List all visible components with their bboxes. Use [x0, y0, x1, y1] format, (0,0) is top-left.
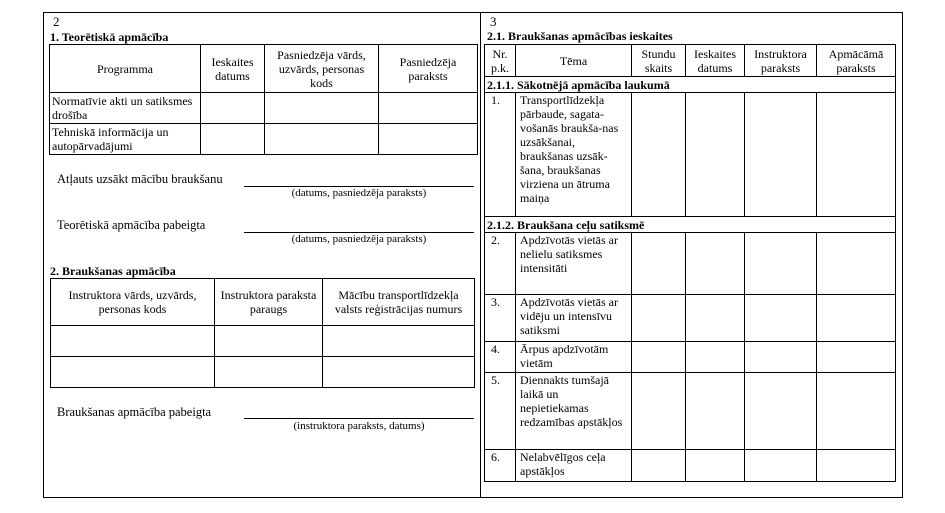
- tests-row-6-hours[interactable]: [631, 449, 686, 482]
- subsection-road-driving: 2.1.2. Braukšana ceļu satiksmē: [484, 216, 896, 233]
- form-page: [43, 12, 903, 498]
- tests-row-5-student-signature[interactable]: [816, 372, 896, 450]
- tests-row-5-topic: Diennakts tumšajā laikā un nepietiekamas…: [515, 372, 632, 450]
- driving-row-1-instructor[interactable]: [50, 325, 215, 357]
- theory-header-program: Programma: [49, 44, 201, 93]
- theory-done-caption: (datums, pasniedzēja paraksts): [291, 233, 427, 245]
- tests-table: Nr. p.k. Tēma Stundu skaits Ieskaites da…: [484, 44, 896, 482]
- tests-row-6-date[interactable]: [685, 449, 745, 482]
- theory-row-2-signature[interactable]: [378, 123, 478, 155]
- tests-header-topic: Tēma: [515, 44, 632, 77]
- tests-row-6-topic: Nelabvēlīgos ceļa apstākļos: [515, 449, 632, 482]
- allowed-signature-line[interactable]: [244, 186, 474, 187]
- tests-row-3-nr: 3.: [484, 294, 516, 342]
- tests-row-2-date[interactable]: [685, 232, 745, 295]
- driving-row-2-instructor[interactable]: [50, 356, 215, 388]
- tests-row-2-student-signature[interactable]: [816, 232, 896, 295]
- section-theory-title: 1. Teorētiskā apmācība: [50, 30, 169, 44]
- tests-row-2-hours[interactable]: [631, 232, 686, 295]
- tests-row-1-topic: Transportlīdzekļa pārbaude, sagata-vošan…: [515, 92, 632, 217]
- tests-row-6-instructor-signature[interactable]: [744, 449, 817, 482]
- tests-row-4-hours[interactable]: [631, 341, 686, 373]
- tests-header-nr: Nr. p.k.: [484, 44, 516, 77]
- tests-row-5-instructor-signature[interactable]: [744, 372, 817, 450]
- tests-row-6-nr: 6.: [484, 449, 516, 482]
- tests-row-1-instructor-signature[interactable]: [744, 92, 817, 217]
- tests-row-4-date[interactable]: [685, 341, 745, 373]
- tests-row-1-hours[interactable]: [631, 92, 686, 217]
- driving-row-1-signature[interactable]: [214, 325, 323, 357]
- subsection-initial-training: 2.1.1. Sākotnējā apmācība laukumā: [484, 76, 896, 93]
- theory-table: Programma Ieskaites datums Pasniedzēja v…: [49, 44, 478, 155]
- tests-row-3-topic: Apdzīvotās vietās ar vidēju un intensīvu…: [515, 294, 632, 342]
- driving-header-signature-sample: Instruktora paraksta paraugs: [214, 278, 323, 326]
- theory-header-signature: Pasniedzēja paraksts: [378, 44, 478, 93]
- tests-row-5-date[interactable]: [685, 372, 745, 450]
- theory-header-date: Ieskaites datums: [200, 44, 265, 93]
- theory-row-1-program: Normatīvie akti un satiksmes drošība: [49, 92, 201, 124]
- tests-row-1-student-signature[interactable]: [816, 92, 896, 217]
- driving-header-vehicle-number: Mācību transportlīdzekļa valsts reģistrā…: [322, 278, 475, 326]
- theory-row-2-date[interactable]: [200, 123, 265, 155]
- driving-done-caption: (instruktora paraksts, datums): [293, 420, 425, 432]
- tests-row-5-nr: 5.: [484, 372, 516, 450]
- page-divider: [480, 12, 481, 498]
- theory-row-2-program: Tehniskā informācija un autopārvadājumi: [49, 123, 201, 155]
- driving-done-label: Braukšanas apmācība pabeigta: [57, 405, 212, 419]
- theory-header-teacher: Pasniedzēja vārds, uzvārds, personas kod…: [264, 44, 379, 93]
- driving-table: Instruktora vārds, uzvārds, personas kod…: [50, 278, 475, 388]
- tests-row-2-instructor-signature[interactable]: [744, 232, 817, 295]
- theory-row-2-teacher[interactable]: [264, 123, 379, 155]
- driving-done-signature-line[interactable]: [244, 418, 474, 419]
- tests-row-3-hours[interactable]: [631, 294, 686, 342]
- tests-row-5-hours[interactable]: [631, 372, 686, 450]
- tests-row-2-nr: 2.: [484, 232, 516, 295]
- theory-done-signature-line[interactable]: [244, 232, 474, 233]
- theory-done-label: Teorētiskā apmācība pabeigta: [57, 218, 206, 232]
- tests-row-4-instructor-signature[interactable]: [744, 341, 817, 373]
- driving-header-instructor: Instruktora vārds, uzvārds, personas kod…: [50, 278, 215, 326]
- allowed-label: Atļauts uzsākt mācību braukšanu: [57, 172, 223, 186]
- driving-row-2-signature[interactable]: [214, 356, 323, 388]
- page-number-left: 2: [53, 14, 60, 29]
- tests-row-4-nr: 4.: [484, 341, 516, 373]
- theory-row-1-teacher[interactable]: [264, 92, 379, 124]
- tests-row-3-student-signature[interactable]: [816, 294, 896, 342]
- tests-row-2-topic: Apdzīvotās vietās ar nelielu satiksmes i…: [515, 232, 632, 295]
- section-tests-title: 2.1. Braukšanas apmācības ieskaites: [487, 29, 673, 43]
- page-number-right: 3: [490, 14, 497, 29]
- tests-row-6-student-signature[interactable]: [816, 449, 896, 482]
- tests-row-1-date[interactable]: [685, 92, 745, 217]
- tests-header-instructor-signature: Instruktora paraksts: [744, 44, 817, 77]
- theory-row-1-signature[interactable]: [378, 92, 478, 124]
- driving-row-2-vehicle[interactable]: [322, 356, 475, 388]
- section-driving-title: 2. Braukšanas apmācība: [50, 264, 176, 278]
- tests-header-hours: Stundu skaits: [631, 44, 686, 77]
- allowed-caption: (datums, pasniedzēja paraksts): [291, 187, 427, 199]
- theory-row-1-date[interactable]: [200, 92, 265, 124]
- driving-row-1-vehicle[interactable]: [322, 325, 475, 357]
- tests-row-4-topic: Ārpus apdzīvotām vietām: [515, 341, 632, 373]
- tests-row-3-instructor-signature[interactable]: [744, 294, 817, 342]
- tests-row-1-nr: 1.: [484, 92, 516, 217]
- tests-row-4-student-signature[interactable]: [816, 341, 896, 373]
- tests-header-student-signature: Apmācāmā paraksts: [816, 44, 896, 77]
- tests-header-date: Ieskaites datums: [685, 44, 745, 77]
- tests-row-3-date[interactable]: [685, 294, 745, 342]
